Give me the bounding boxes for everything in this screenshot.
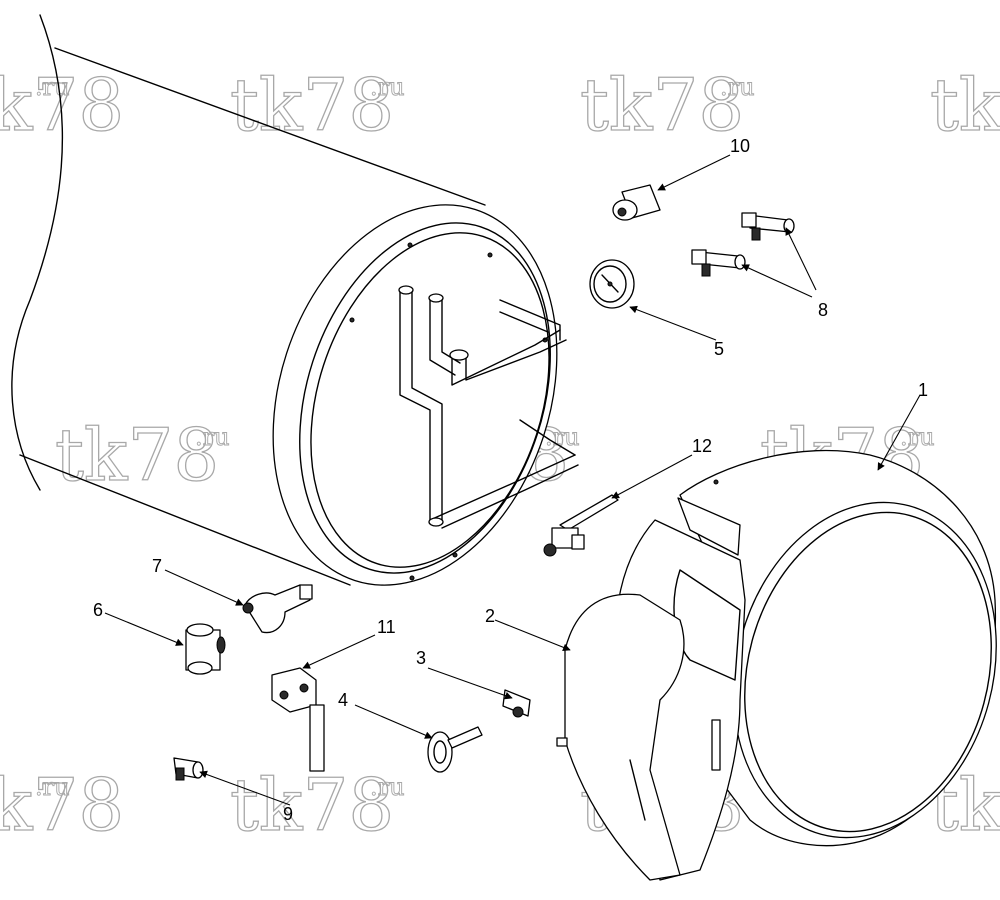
svg-text:.ru: .ru [35, 773, 70, 801]
svg-text:.ru: .ru [720, 73, 755, 101]
watermark: tk78.ru [229, 762, 405, 847]
svg-text:tk78: tk78 [230, 63, 394, 147]
watermark: tk78.ru [229, 62, 405, 147]
svg-text:tk78: tk78 [230, 763, 394, 847]
part-11-tap [271, 667, 325, 772]
callout-3: 3 [416, 648, 426, 668]
svg-text:tk78: tk78 [0, 763, 124, 847]
part-5-gauge [589, 259, 635, 309]
callout-8: 8 [818, 300, 828, 320]
heating-pipes [398, 285, 579, 529]
callout-labels: 1 2 3 4 5 6 7 8 9 10 11 12 [93, 136, 928, 824]
front-cover-part-1 [653, 449, 997, 847]
callout-5: 5 [714, 339, 724, 359]
watermark: tk78.ru [54, 412, 230, 497]
svg-text:.ru: .ru [195, 423, 230, 451]
tank-body [11, 14, 558, 586]
watermark: tk78 [929, 62, 1000, 147]
svg-text:tk78: tk78 [930, 63, 1000, 147]
part-12-ball-valve [543, 494, 619, 557]
callout-4: 4 [338, 690, 348, 710]
callout-6: 6 [93, 600, 103, 620]
watermark: tk78.ru [0, 762, 125, 847]
svg-text:.ru: .ru [35, 73, 70, 101]
leader-lines [104, 154, 921, 806]
svg-text:.ru: .ru [900, 423, 935, 451]
svg-text:.ru: .ru [370, 773, 405, 801]
part-7-elbow [242, 584, 313, 634]
part-10-thermostat [612, 184, 661, 221]
callout-1: 1 [918, 380, 928, 400]
part-8-fitting-b [691, 249, 746, 277]
side-shroud-part-2 [556, 519, 746, 881]
svg-text:tk78: tk78 [580, 63, 744, 147]
callout-11: 11 [377, 617, 396, 637]
callout-7: 7 [152, 556, 162, 576]
callout-9: 9 [283, 804, 293, 824]
part-6-tee-valve [185, 623, 226, 675]
watermark: tk78.ru [579, 62, 755, 147]
callout-10: 10 [730, 136, 750, 156]
callout-2: 2 [485, 606, 495, 626]
part-8-fitting-a [741, 212, 795, 241]
part-3-sensor [502, 689, 531, 718]
part-9-plug [173, 757, 204, 781]
svg-text:.ru: .ru [370, 73, 405, 101]
part-4-key [427, 726, 483, 773]
callout-12: 12 [692, 436, 712, 456]
svg-text:tk78: tk78 [55, 413, 219, 497]
